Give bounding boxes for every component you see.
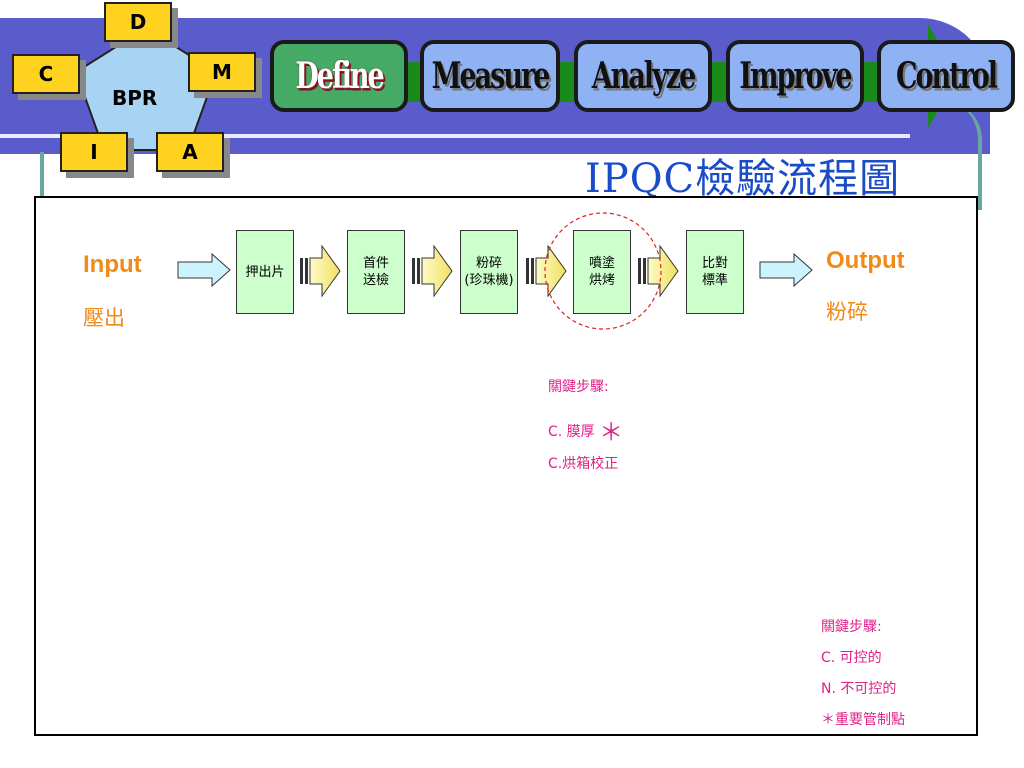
input-material: 壓出 xyxy=(83,306,125,330)
step-line: 標準 xyxy=(701,273,728,288)
step-line: (珍珠機) xyxy=(464,273,514,288)
step-line: 送檢 xyxy=(362,273,389,288)
legend: 關鍵步驟: C. 可控的 N. 不可控的 ＊重要管制點 xyxy=(821,612,905,736)
left-rule xyxy=(40,152,44,200)
block-arrow-1 xyxy=(300,244,341,298)
step-line: 首件 xyxy=(362,256,389,271)
critical-mark-icon: ＊ xyxy=(599,418,624,446)
phase-control-button[interactable]: Control xyxy=(877,40,1015,112)
step-line: 噴塗 xyxy=(588,256,615,271)
header-underline xyxy=(0,134,910,138)
output-label: Output xyxy=(826,247,905,274)
phase-analyze-button[interactable]: Analyze xyxy=(574,40,712,112)
phase-measure-button[interactable]: Measure xyxy=(420,40,560,112)
legend-heading: 關鍵步驟: xyxy=(821,619,882,635)
cycle-a-box[interactable]: A xyxy=(156,132,224,172)
block-arrow-3 xyxy=(526,244,567,298)
step-compare-standard[interactable]: 比對標準 xyxy=(686,230,744,314)
step-line: 粉碎 xyxy=(475,256,502,271)
output-arrow xyxy=(759,252,813,288)
phase-define-button[interactable]: Define xyxy=(270,40,408,112)
phase-control-label: Control xyxy=(895,55,998,97)
cycle-d-box[interactable]: D xyxy=(104,2,172,42)
legend-controllable: C. 可控的 xyxy=(821,650,882,666)
phase-measure-label: Measure xyxy=(431,55,551,97)
step-line: 烘烤 xyxy=(588,273,615,288)
key-step-oven-calibration: C.烘箱校正 xyxy=(548,456,619,472)
step-spray-bake[interactable]: 噴塗烘烤 xyxy=(573,230,631,314)
input-label: Input xyxy=(83,251,142,278)
phase-improve-label: Improve xyxy=(739,55,852,97)
key-steps-heading: 關鍵步驟: xyxy=(548,379,609,395)
phase-define-label: Define xyxy=(295,55,384,97)
block-arrow-2 xyxy=(412,244,453,298)
critical-step-highlight xyxy=(544,212,662,330)
bpr-center-label: BPR xyxy=(112,86,158,110)
page-title: IPQC檢驗流程圖 xyxy=(585,156,901,202)
key-steps-note: 關鍵步驟: C. 膜厚 ＊ C.烘箱校正 xyxy=(548,376,623,473)
cycle-m-box[interactable]: M xyxy=(188,52,256,92)
key-step-film-thickness: C. 膜厚 xyxy=(548,424,595,440)
header-edge-curve xyxy=(930,100,982,210)
block-arrow-4 xyxy=(638,244,679,298)
step-line: 押出片 xyxy=(245,264,285,280)
step-extrude-sheet[interactable]: 押出片 xyxy=(236,230,294,314)
legend-critical-point: ＊重要管制點 xyxy=(821,712,905,728)
output-material: 粉碎 xyxy=(826,300,868,324)
step-line: 比對 xyxy=(701,256,728,271)
phase-analyze-label: Analyze xyxy=(591,55,697,97)
key-step-item: C. 膜厚 ＊ xyxy=(548,412,623,447)
input-arrow xyxy=(177,252,231,288)
legend-uncontrollable: N. 不可控的 xyxy=(821,681,897,697)
step-grinding[interactable]: 粉碎 (珍珠機) xyxy=(460,230,518,314)
phase-improve-button[interactable]: Improve xyxy=(726,40,864,112)
step-first-article[interactable]: 首件送檢 xyxy=(347,230,405,314)
cycle-i-box[interactable]: I xyxy=(60,132,128,172)
cycle-c-box[interactable]: C xyxy=(12,54,80,94)
